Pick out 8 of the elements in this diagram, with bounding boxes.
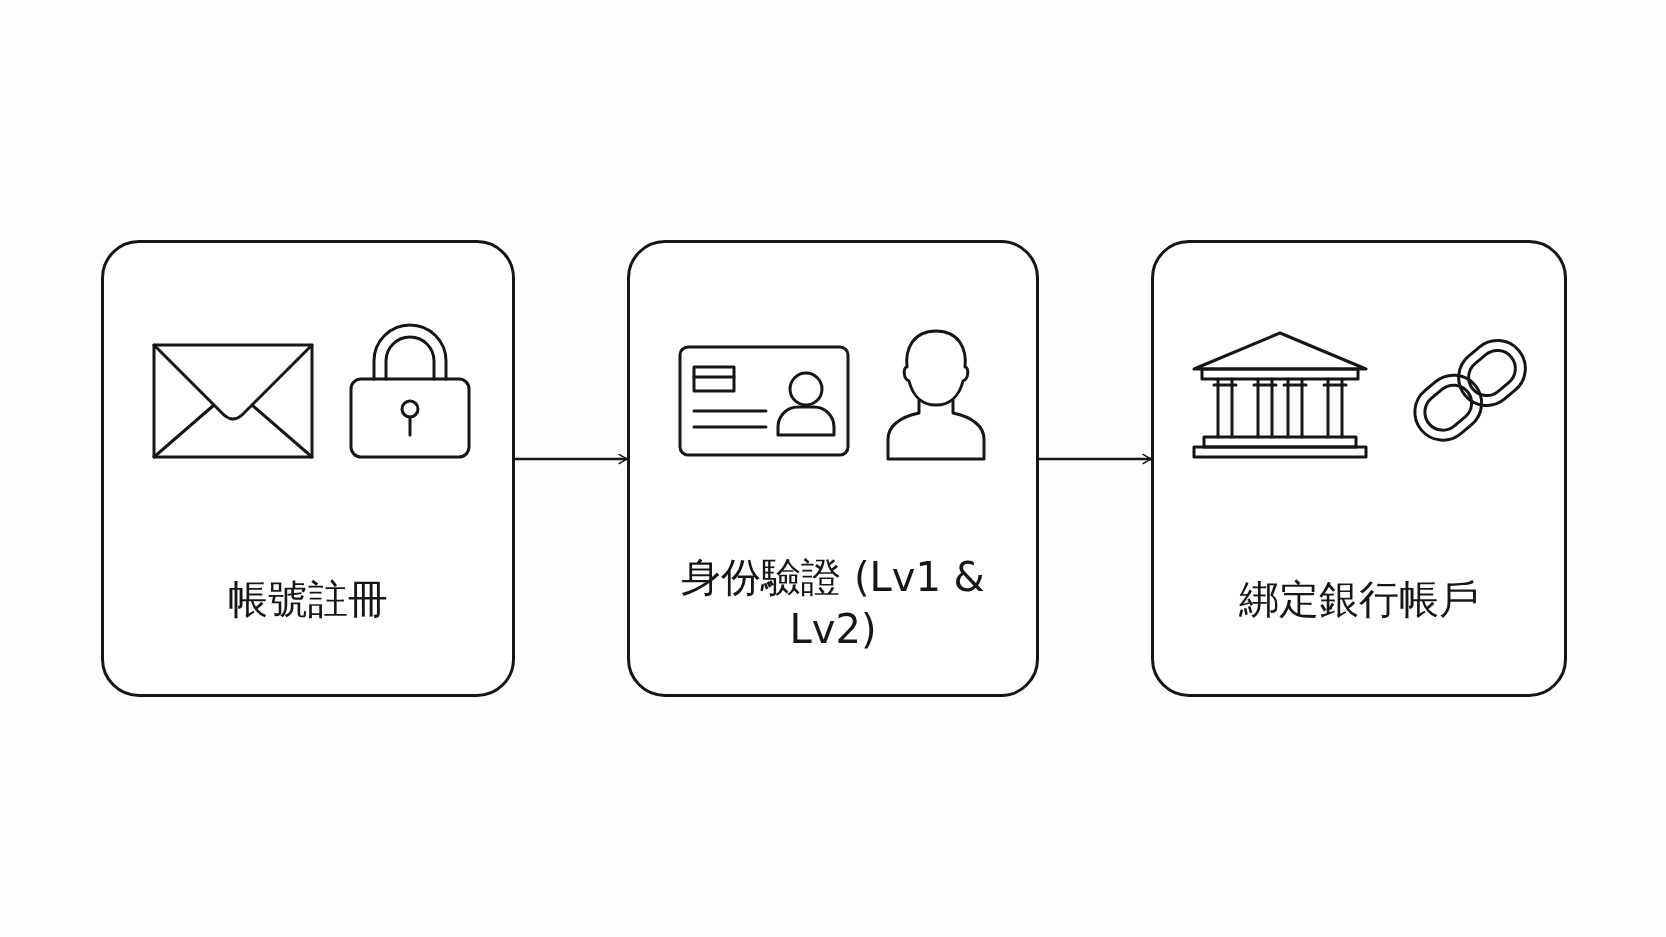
process-box	[1151, 240, 1567, 697]
process-box	[101, 240, 515, 697]
step-label: 綁定銀行帳戶	[1238, 575, 1480, 624]
step-label: 身份驗證 (Lv1 & Lv2)	[680, 553, 986, 654]
arrow	[515, 453, 628, 465]
process-box	[627, 240, 1039, 697]
arrow	[1039, 453, 1152, 465]
step-label: 帳號註冊	[227, 575, 389, 624]
